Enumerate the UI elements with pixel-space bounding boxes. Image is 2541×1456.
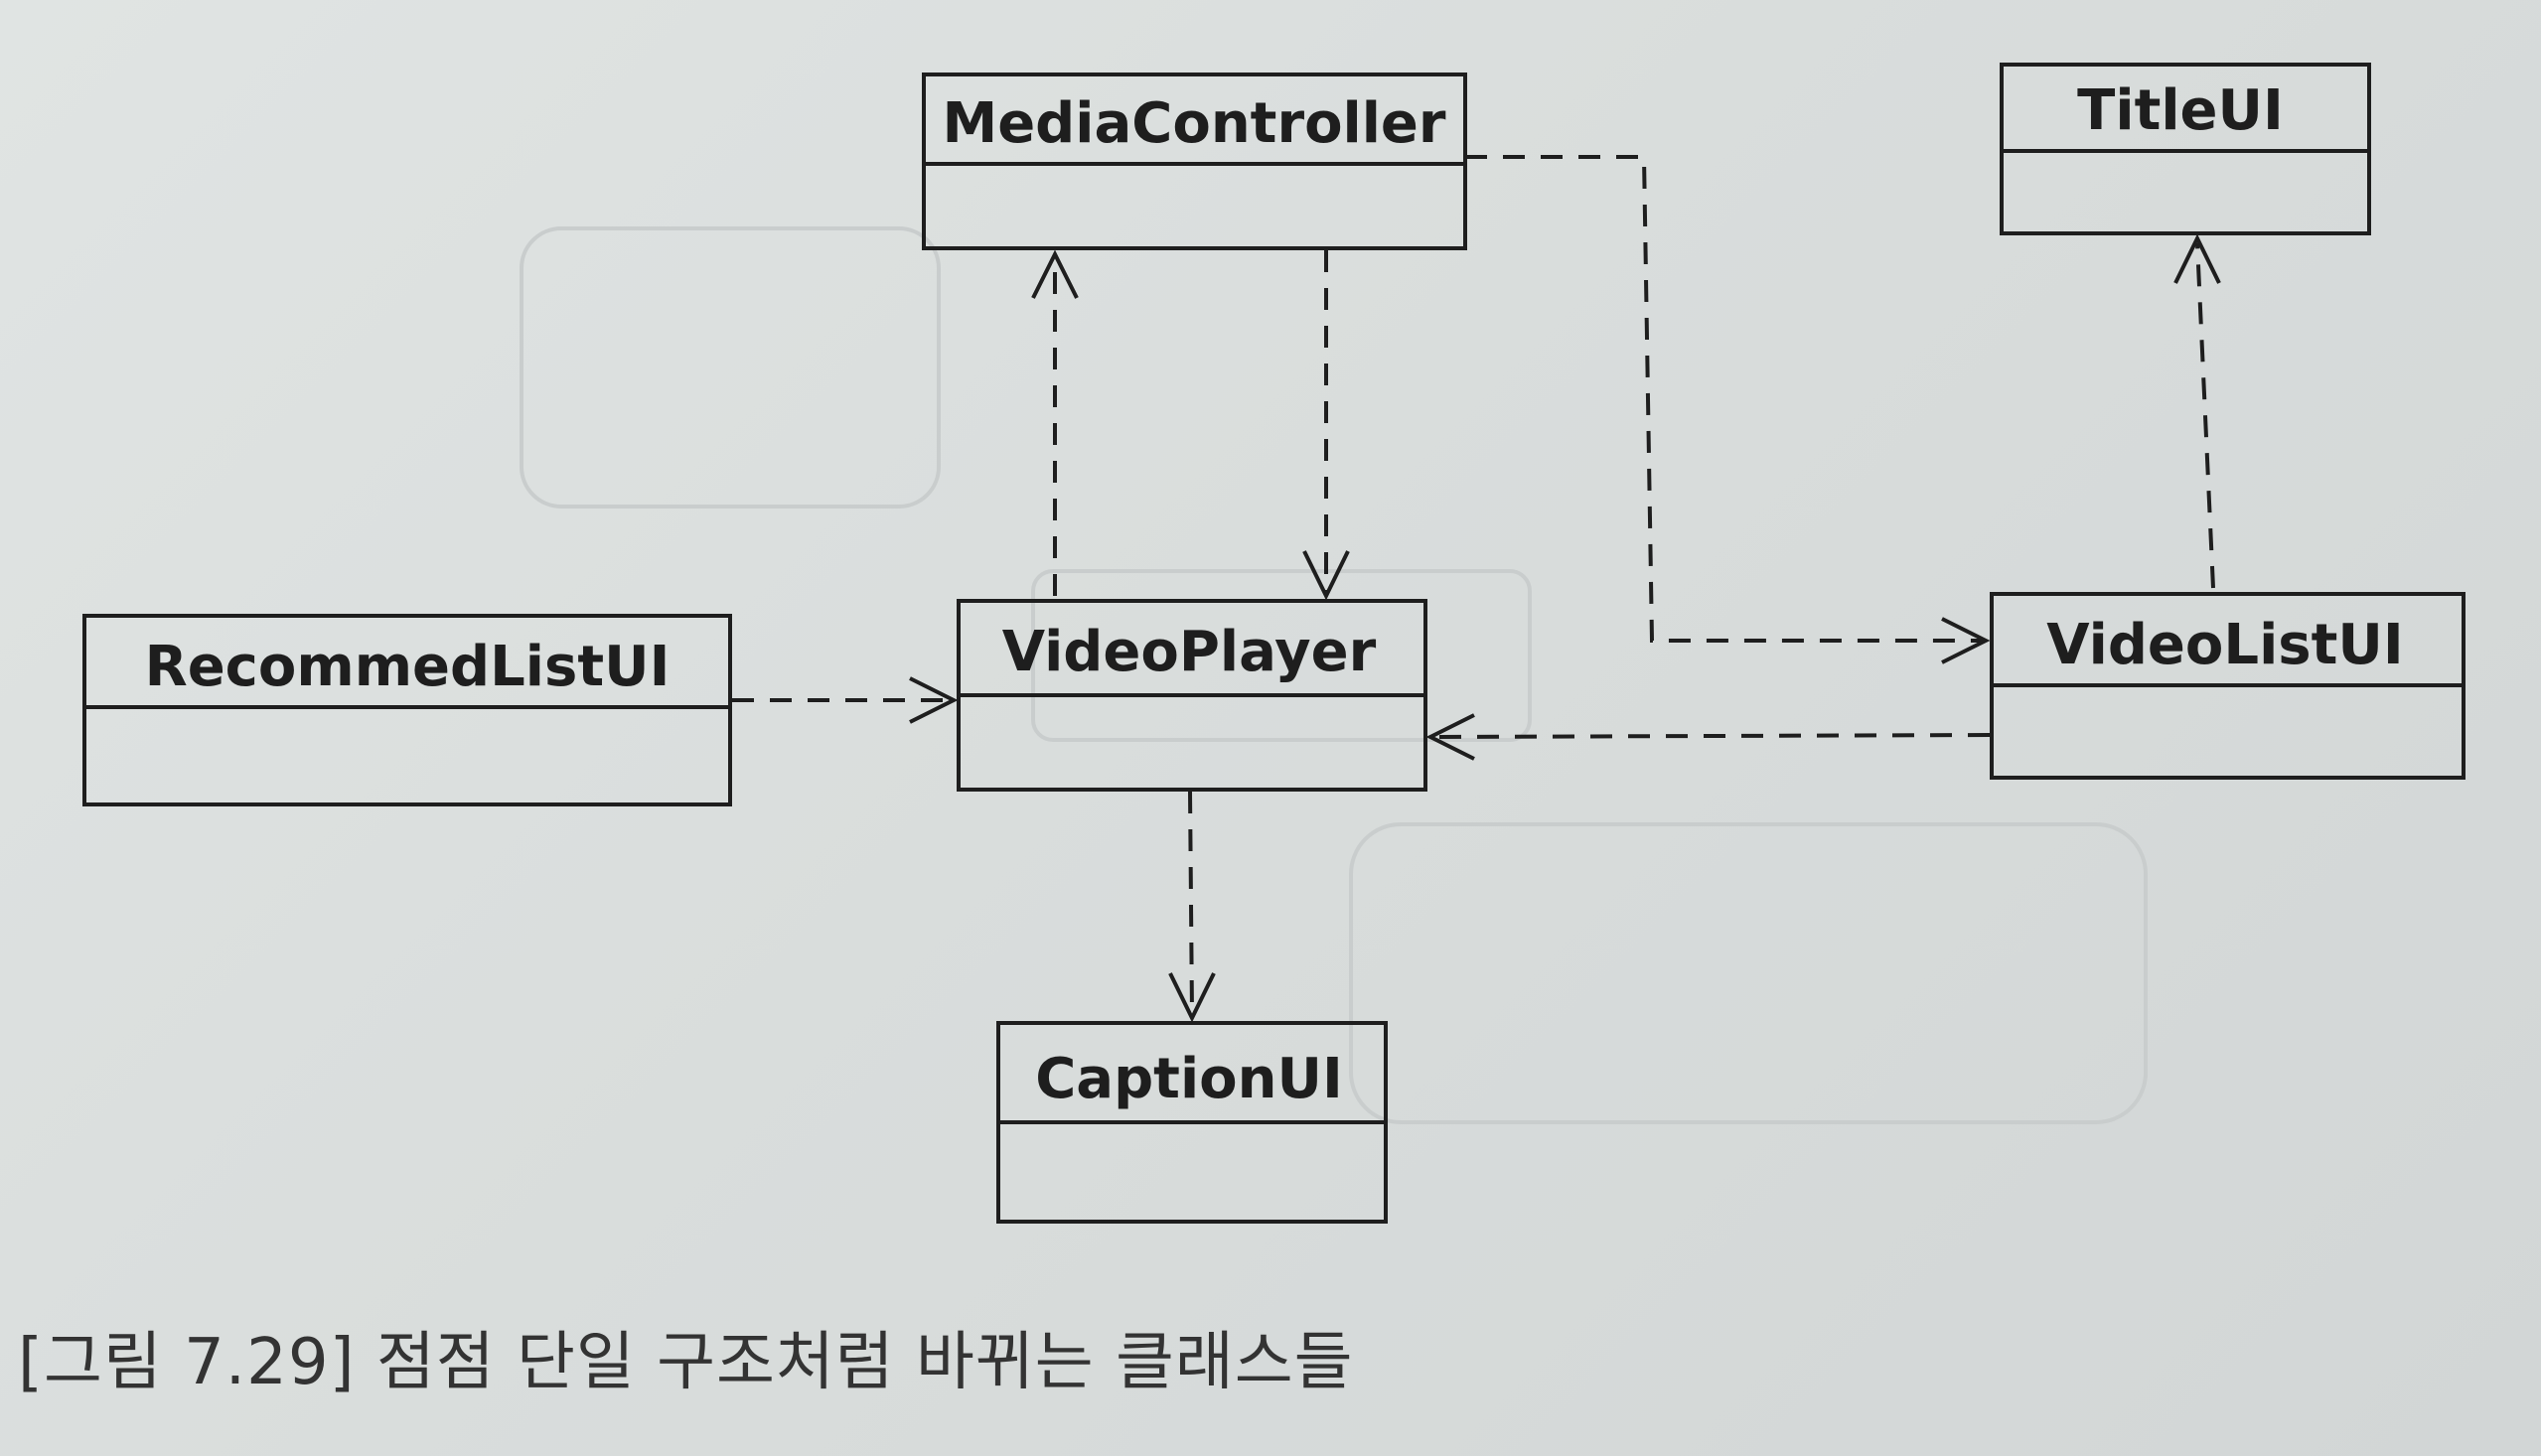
figure-caption: [그림 7.29] 점점 단일 구조처럼 바뀌는 클래스들	[18, 1326, 1354, 1399]
arrow-media-controller-to-video-list-ui	[1465, 155, 1991, 664]
class-caption-ui: CaptionUI	[996, 1021, 1388, 1224]
dependency-arrows	[732, 155, 2221, 1023]
title-ui-name: TitleUI	[2077, 78, 2284, 143]
class-video-player: VideoPlayer	[957, 599, 1427, 792]
class-media-controller: MediaController	[922, 73, 1467, 250]
caption-ui-name: CaptionUI	[1035, 1047, 1343, 1111]
arrow-recommed-list-ui-to-video-player	[732, 676, 959, 724]
class-video-list-ui: VideoListUI	[1990, 592, 2466, 780]
media-controller-name: MediaController	[942, 91, 1445, 156]
recommed-list-ui-name: RecommedListUI	[145, 635, 671, 699]
recommed-list-ui-box	[82, 614, 732, 806]
video-player-name: VideoPlayer	[1002, 620, 1377, 684]
class-title-ui: TitleUI	[2000, 63, 2371, 235]
arrow-video-list-ui-to-video-player	[1425, 713, 1991, 761]
ghost-callout-left	[520, 226, 941, 509]
class-recommed-list-ui: RecommedListUI	[82, 614, 732, 806]
video-list-ui-name: VideoListUI	[2046, 613, 2403, 677]
arrow-video-list-ui-to-title-ui	[2173, 233, 2221, 589]
arrow-media-controller-to-video-player	[1302, 250, 1350, 601]
arrow-video-player-to-caption-ui	[1168, 791, 1216, 1023]
ghost-callout-right	[1349, 822, 2148, 1124]
arrow-video-player-to-media-controller	[1031, 249, 1079, 596]
ghost-box-middle	[1031, 569, 1532, 742]
bleed-through-marks	[520, 226, 2148, 1124]
media-controller-box	[922, 73, 1467, 250]
